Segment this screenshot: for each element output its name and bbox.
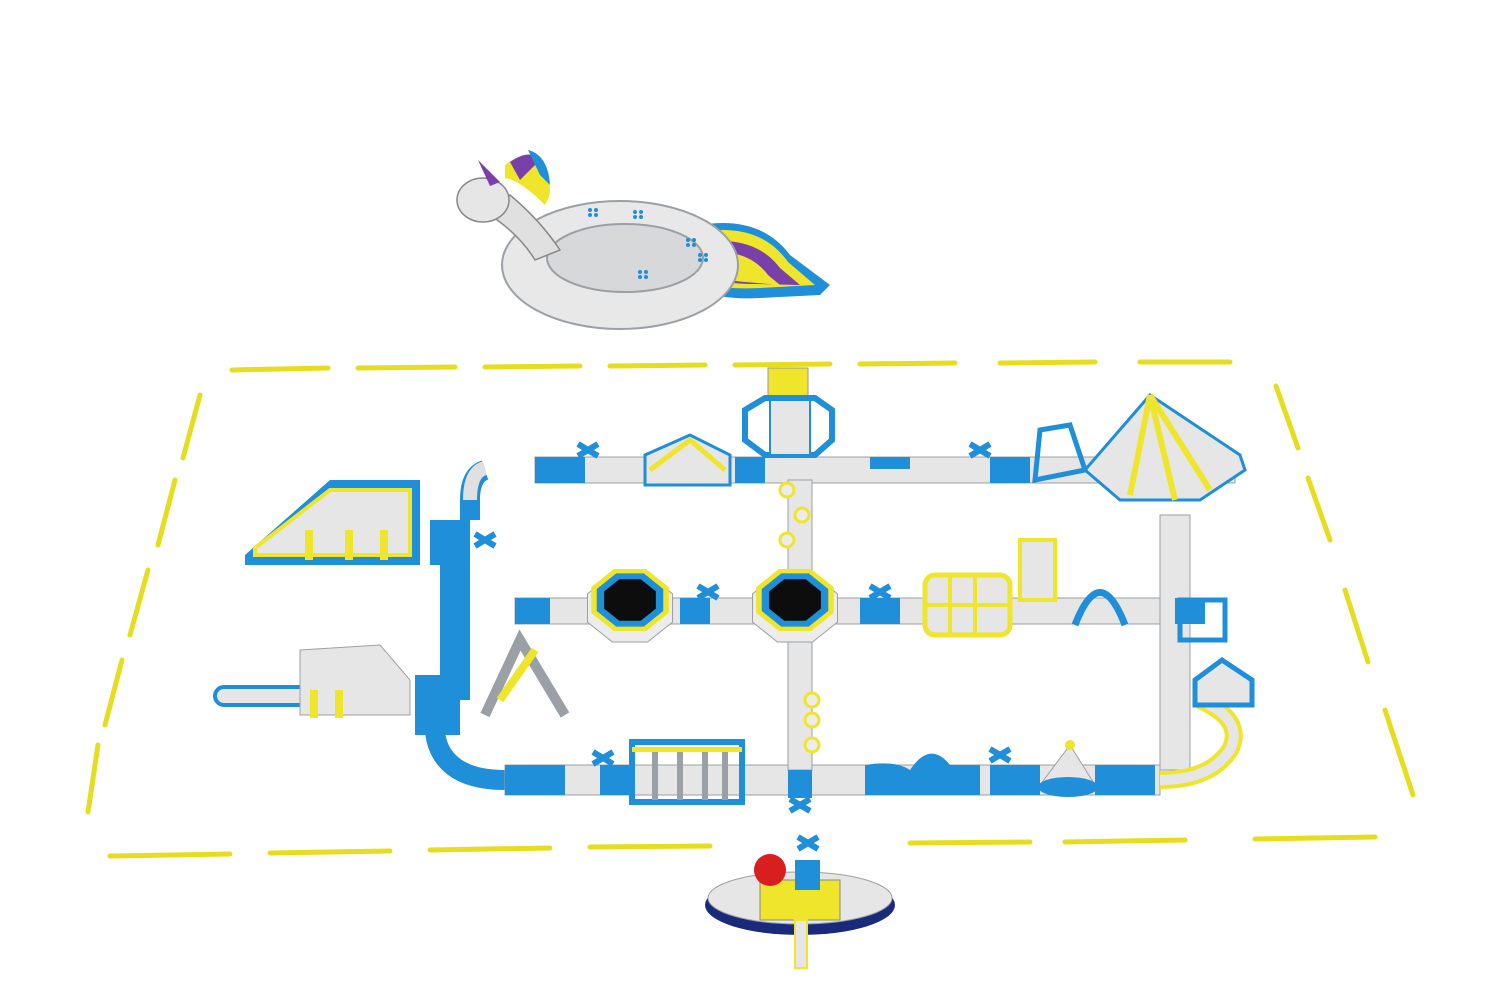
- decor-dot: [644, 270, 648, 274]
- decor-dot: [638, 270, 642, 274]
- blue-joint-pad: [600, 765, 630, 795]
- blue-joint-pad: [1095, 765, 1155, 795]
- boundary-buoy-segment: [607, 362, 708, 369]
- blue-joint-pad: [990, 457, 1030, 483]
- boundary-buoy-segment: [107, 851, 233, 859]
- trampolines: [587, 568, 838, 643]
- boundary-buoy-segment: [267, 848, 393, 856]
- boundary-buoy-segment: [180, 392, 203, 461]
- boat-red-buoy: [754, 854, 786, 886]
- bead-obstacle: [803, 711, 821, 729]
- right-gazebo: [1177, 597, 1255, 708]
- boundary-buoy-segment: [1062, 837, 1188, 845]
- walkway-network: [425, 441, 1243, 852]
- anchor-icon: [576, 441, 600, 459]
- blue-joint-pad: [430, 520, 470, 565]
- decor-dot: [594, 208, 598, 212]
- trampoline-mat: [769, 579, 821, 621]
- right-pyramid-slide: [1032, 393, 1247, 502]
- boundary-buoy-segment: [127, 567, 151, 638]
- boundary-buoy-segment: [1342, 587, 1371, 665]
- anchor-icon: [796, 834, 820, 852]
- decor-dot: [698, 258, 702, 262]
- bottom-wave-obstacle: [865, 753, 980, 795]
- unicorn-ring-inner: [546, 223, 704, 293]
- decor-dot: [639, 210, 643, 214]
- decor-dot: [704, 258, 708, 262]
- decor-dot: [588, 213, 592, 217]
- decor-dot: [686, 238, 690, 242]
- bottom-cone: [1038, 740, 1098, 797]
- unicorn-neck: [488, 193, 562, 261]
- boundary-buoy-segment: [229, 365, 331, 373]
- unicorn-head: [456, 177, 510, 223]
- boundary-buoy-segment: [1382, 707, 1416, 798]
- blue-joint-pad: [990, 765, 1040, 795]
- anchor-icon: [473, 531, 497, 549]
- decor-dot: [639, 215, 643, 219]
- obstacles: [213, 367, 1255, 805]
- trampoline-mat: [604, 579, 656, 621]
- anchor-icon: [968, 441, 992, 459]
- boundary-buoy-segment: [155, 477, 178, 548]
- decor-dot: [704, 253, 708, 257]
- rescue-boat: [705, 854, 895, 969]
- boundary-buoy-segment: [857, 360, 958, 367]
- top-tower: [742, 367, 835, 458]
- boundary-buoy-segment: [1305, 475, 1333, 543]
- top-ladder-bridge: [643, 433, 732, 487]
- blue-joint-pad: [870, 457, 910, 469]
- unicorn-float: [456, 150, 830, 330]
- middle-cage-obstacle: [922, 538, 1129, 638]
- left-slide-tower: [245, 480, 420, 565]
- anchor-icon: [868, 583, 892, 601]
- boundary-buoy-segment: [907, 839, 1033, 846]
- decor-dot: [644, 275, 648, 279]
- left-climbing-wall: [213, 644, 460, 735]
- boundary-buoy-segment: [427, 845, 553, 853]
- decor-dot: [692, 243, 696, 247]
- boundary-buoy-segment: [732, 361, 833, 368]
- anchor-icon: [788, 796, 812, 814]
- blue-joint-pad: [788, 770, 812, 798]
- bead-obstacle: [803, 736, 821, 754]
- bead-obstacle: [793, 506, 811, 524]
- blue-joint-pad: [860, 598, 900, 624]
- boundary-buoy-lines: [85, 359, 1416, 859]
- blue-joint-pads: [430, 441, 1205, 852]
- anchor-icon: [696, 583, 720, 601]
- decor-dot: [633, 210, 637, 214]
- bottom-fence: [629, 739, 745, 805]
- anchor-icon: [591, 749, 615, 767]
- decor-dot: [686, 243, 690, 247]
- boundary-buoy-segment: [997, 359, 1098, 366]
- blue-joint-pad: [505, 765, 565, 795]
- boundary-buoy-segment: [1252, 834, 1378, 842]
- boundary-buoy-segment: [355, 364, 458, 371]
- decor-dot: [588, 208, 592, 212]
- unicorn-decor-dots: [588, 208, 708, 279]
- anchor-icon: [988, 746, 1012, 764]
- left-a-frame: [480, 629, 570, 718]
- bead-obstacle: [778, 531, 796, 549]
- blue-joint-pad: [680, 598, 710, 624]
- boundary-buoy-segment: [1273, 383, 1301, 451]
- boundary-buoy-segment: [85, 742, 101, 815]
- decor-dot: [633, 215, 637, 219]
- boundary-buoy-segment: [587, 843, 713, 850]
- decor-dot: [638, 275, 642, 279]
- blue-joint-pad: [515, 598, 550, 624]
- boundary-buoy-segment: [102, 657, 125, 728]
- bead-obstacle: [803, 691, 821, 709]
- decor-dot: [594, 213, 598, 217]
- decor-dot: [698, 253, 702, 257]
- bead-obstacle: [778, 481, 796, 499]
- blue-joint-pad: [535, 457, 585, 483]
- blue-joint-pad: [735, 457, 765, 483]
- unicorn-horn: [478, 160, 500, 186]
- boundary-buoy-segment: [482, 363, 583, 370]
- decor-dot: [692, 238, 696, 242]
